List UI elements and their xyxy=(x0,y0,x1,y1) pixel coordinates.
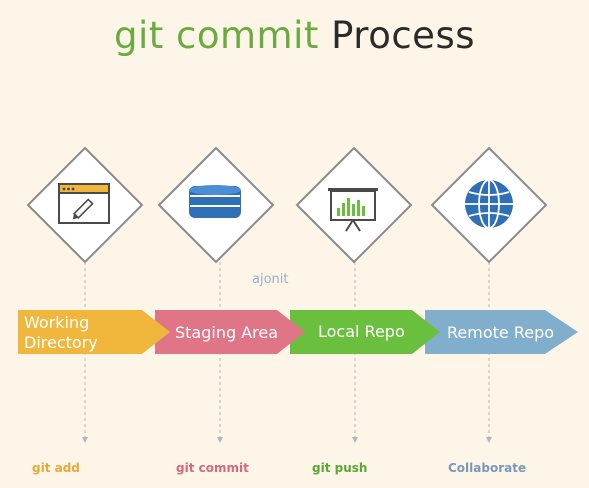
arrow-label-staging-area: Staging Area xyxy=(175,323,279,342)
title-part-git-commit: git commit xyxy=(113,14,319,57)
command-git-push: git push xyxy=(312,461,368,475)
arrow-working-directory xyxy=(18,310,170,354)
arrow-label-remote-repo: Remote Repo xyxy=(447,323,555,342)
browser-edit-icon xyxy=(58,183,110,224)
guide-line-ends xyxy=(82,437,492,443)
page-title: git commit Process xyxy=(0,14,589,57)
arrow-remote-repo xyxy=(425,310,578,354)
command-git-commit: git commit xyxy=(176,461,249,475)
arrow-staging-area xyxy=(155,310,305,354)
presentation-chart-icon xyxy=(328,188,378,232)
arrow-label-working-directory: Working Directory xyxy=(24,313,98,353)
globe-icon xyxy=(465,179,513,229)
title-part-process: Process xyxy=(331,14,475,57)
label-line-directory: Directory xyxy=(24,333,98,352)
label-line-working: Working xyxy=(24,313,90,332)
arrow-label-local-repo: Local Repo xyxy=(318,322,405,341)
guide-lines xyxy=(84,262,490,438)
arrow-local-repo xyxy=(290,310,440,354)
watermark-text: ajonit xyxy=(252,272,289,287)
command-git-add: git add xyxy=(32,461,80,475)
database-icon xyxy=(189,185,241,218)
command-collaborate: Collaborate xyxy=(448,461,527,475)
